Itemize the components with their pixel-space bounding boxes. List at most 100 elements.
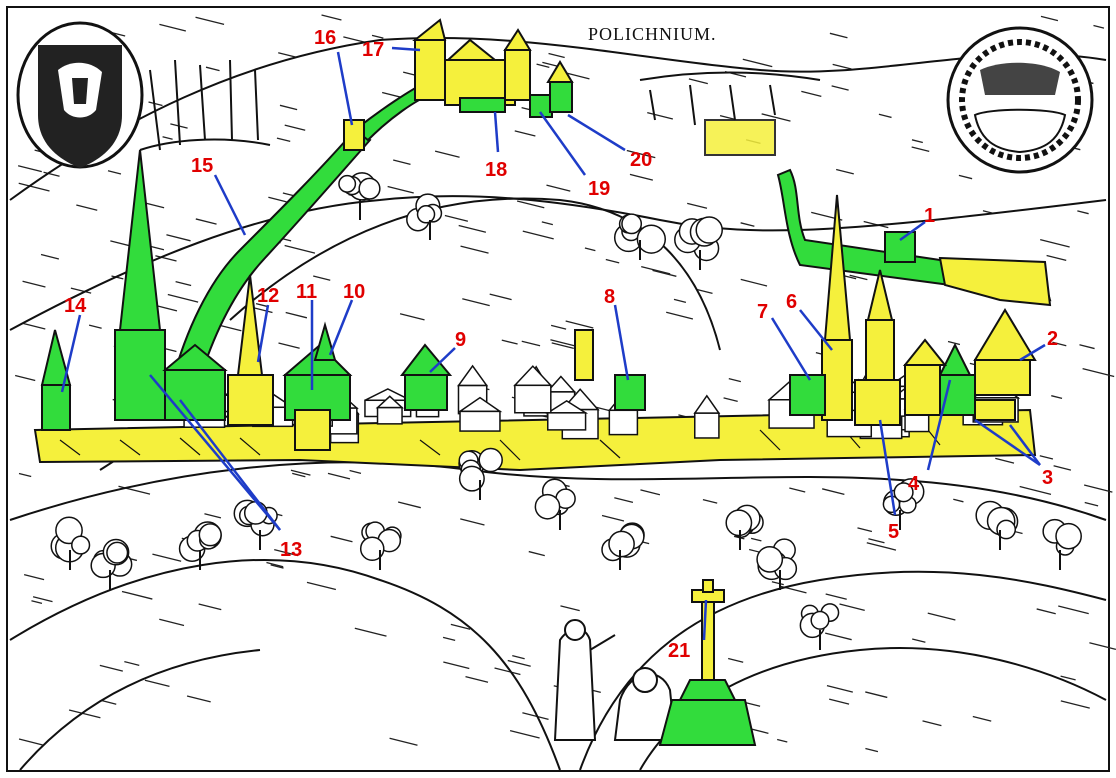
hatch-stroke	[290, 469, 311, 476]
hatch-stroke	[1082, 368, 1115, 378]
hatch-stroke	[673, 298, 687, 303]
hatch-stroke	[155, 255, 177, 262]
hatch-stroke	[450, 623, 471, 630]
hatch-stroke	[18, 472, 32, 478]
hatch-stroke	[584, 247, 596, 252]
tree	[359, 521, 402, 570]
hatch-stroke	[640, 489, 661, 496]
tree	[601, 522, 645, 570]
hatch-stroke	[1089, 642, 1116, 651]
hatch-stroke	[629, 173, 654, 181]
hatch-stroke	[740, 222, 755, 227]
hatch-stroke	[152, 553, 182, 562]
hatch-stroke	[728, 377, 742, 383]
hatch-stroke	[393, 159, 411, 166]
hatch-stroke	[292, 472, 306, 478]
hatch-stroke	[528, 550, 545, 557]
hatch-stroke	[22, 280, 46, 288]
label-12: 12	[257, 285, 279, 307]
hatch-stroke	[17, 165, 42, 173]
tree	[1042, 518, 1082, 570]
hatch-stroke	[204, 513, 222, 519]
hilltop-castle	[343, 18, 776, 156]
hatch-stroke	[1040, 239, 1070, 248]
hatch-stroke	[274, 548, 299, 557]
label-6: 6	[786, 291, 797, 313]
hatch-stroke	[832, 63, 852, 70]
churches	[40, 149, 1037, 451]
hatch-stroke	[501, 339, 518, 345]
foreground-figures	[553, 619, 677, 741]
hatch-stroke	[825, 593, 847, 600]
hatch-stroke	[284, 124, 306, 131]
hatch-stroke	[219, 324, 242, 332]
hatch-stroke	[276, 137, 291, 143]
label-19: 19	[588, 178, 610, 200]
hatch-stroke	[462, 298, 490, 307]
hatch-stroke	[444, 214, 469, 222]
hatch-stroke	[745, 702, 761, 707]
tree	[674, 216, 723, 270]
label-13: 13	[280, 539, 302, 561]
tree	[50, 516, 91, 570]
hatch-stroke	[107, 170, 122, 175]
label-1: 1	[924, 205, 935, 227]
hatch-stroke	[550, 324, 567, 330]
hatch-stroke	[1083, 484, 1113, 493]
hatch-stroke	[912, 638, 926, 643]
hatch-stroke	[740, 278, 768, 287]
hatch-stroke	[829, 698, 850, 705]
house	[545, 400, 589, 431]
hatch-stroke	[911, 139, 923, 144]
hatch-stroke	[1093, 24, 1105, 29]
tree	[725, 504, 764, 550]
hatch-stroke	[521, 340, 541, 347]
hatch-stroke	[514, 130, 536, 137]
wreath-medallion-right	[946, 26, 1094, 174]
label-8: 8	[604, 286, 615, 308]
hatch-stroke	[1019, 485, 1052, 495]
hatch-stroke	[947, 340, 961, 346]
hatch-stroke	[389, 737, 418, 746]
hatch-stroke	[110, 240, 131, 247]
hatch-stroke	[958, 174, 973, 180]
hatch-stroke	[354, 627, 387, 637]
hatch-stroke	[387, 185, 414, 194]
tree	[756, 538, 798, 590]
hatch-stroke	[995, 457, 1015, 464]
hatch-stroke	[443, 661, 470, 670]
hatch-stroke	[1040, 15, 1059, 22]
hatch-stroke	[829, 32, 848, 39]
hatch-stroke	[1046, 254, 1067, 261]
tree	[406, 193, 443, 240]
hatch-stroke	[442, 636, 456, 641]
hatch-stroke	[434, 150, 460, 158]
hatch-stroke	[641, 265, 671, 275]
number-labels: 1 2 3 4 5 6 7 8 9 10 11 12 13 14 15 16 1…	[64, 27, 1058, 662]
tree	[338, 172, 381, 220]
label-3: 3	[1042, 467, 1053, 489]
trees	[50, 172, 1082, 650]
tree	[90, 538, 133, 590]
hatch-stroke	[1077, 210, 1089, 215]
hatch-stroke	[825, 632, 852, 641]
hatch-stroke	[601, 514, 625, 522]
hatch-stroke	[343, 36, 367, 44]
map-title: POLICHNIUM.	[588, 24, 717, 44]
hatch-stroke	[330, 535, 353, 543]
label-7: 7	[757, 301, 768, 323]
hatch-stroke	[551, 342, 574, 350]
hatch-stroke	[836, 168, 854, 175]
hatch-stroke	[23, 574, 45, 581]
label-10: 10	[343, 281, 365, 303]
hatch-stroke	[777, 738, 788, 743]
hatch-stroke	[666, 311, 694, 320]
hatch-stroke	[522, 230, 554, 240]
hatch-stroke	[771, 581, 784, 586]
hatch-stroke	[1060, 700, 1090, 709]
hatch-stroke	[953, 498, 964, 503]
hatch-stroke	[927, 612, 956, 621]
hatch-stroke	[195, 218, 217, 225]
hatch-stroke	[605, 258, 620, 264]
house	[693, 394, 721, 439]
